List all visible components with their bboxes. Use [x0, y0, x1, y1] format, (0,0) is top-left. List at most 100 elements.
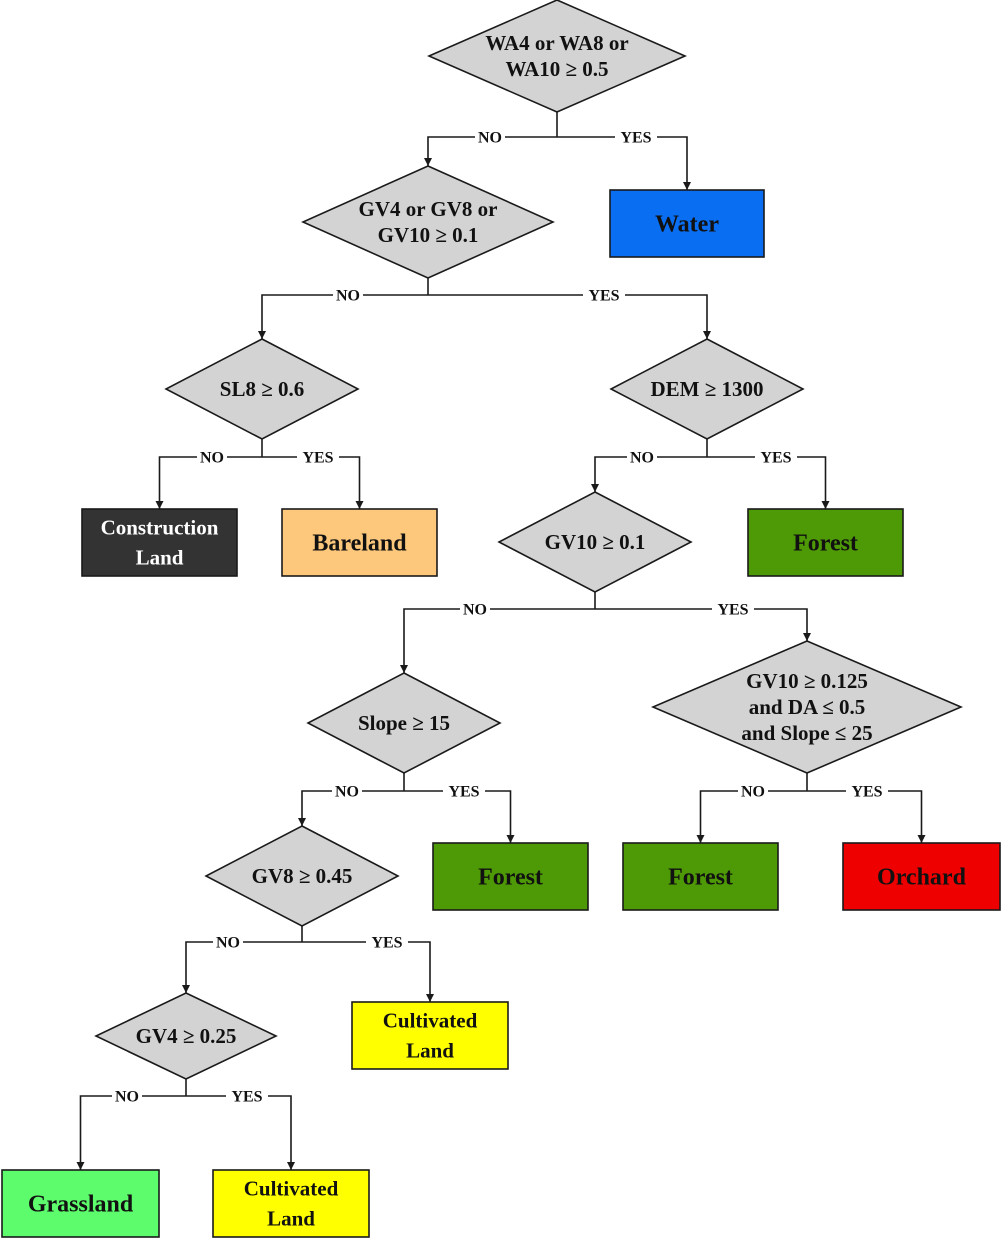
leaf-box	[281, 508, 438, 577]
yes-edge-label: YES	[851, 784, 882, 801]
no-label-background	[332, 782, 362, 800]
no-branch-arrow	[400, 608, 595, 673]
leaf-class-label: Orchard	[877, 865, 967, 891]
decision-diamond	[609, 338, 805, 440]
yes-edge-label: YES	[760, 450, 791, 467]
yes-branch-arrow	[262, 456, 364, 509]
no-branch-arrow	[155, 456, 262, 509]
yes-label-background	[846, 782, 888, 800]
yes-branch-arrow	[428, 294, 711, 339]
decision-condition-text: GV8 ≥ 0.45	[252, 864, 353, 888]
yes-branch-arrow	[302, 941, 434, 1002]
yes-branch-arrow	[707, 456, 830, 509]
no-edge-label: NO	[216, 935, 240, 952]
leaf-class-label: Land	[406, 1039, 454, 1063]
leaf-class-label: Cultivated	[383, 1009, 478, 1033]
decision-condition-text: SL8 ≥ 0.6	[220, 377, 304, 401]
leaf-class-label: Cultivated	[244, 1177, 339, 1201]
decision-node-d3: SL8 ≥ 0.6	[164, 338, 360, 440]
leaf-class-label: Bareland	[312, 531, 407, 557]
no-branch-arrow	[298, 790, 404, 826]
yes-label-background	[583, 286, 625, 304]
yes-branch-arrow	[557, 136, 691, 190]
yes-label-background	[297, 448, 339, 466]
no-branch-arrow	[424, 136, 557, 166]
no-label-background	[460, 600, 490, 618]
yes-label-background	[615, 128, 657, 146]
no-label-background	[197, 448, 227, 466]
decision-diamond	[94, 992, 278, 1080]
leaf-class-label: Forest	[478, 865, 543, 891]
leaf-box	[351, 1001, 509, 1070]
decision-condition-text: and Slope ≤ 25	[741, 721, 872, 745]
decision-condition-text: DEM ≥ 1300	[650, 377, 763, 401]
decision-node-d9: GV4 ≥ 0.25	[94, 992, 278, 1080]
yes-branch-arrow	[186, 1095, 295, 1170]
branch-d4: NO YES	[591, 439, 830, 509]
leaf-box	[622, 842, 779, 911]
no-branch-arrow	[591, 456, 707, 492]
leaf-class-label: Forest	[793, 531, 858, 557]
decision-diamond	[497, 491, 693, 593]
leaf-box	[1, 1169, 160, 1238]
leaf-class-label: Construction	[101, 516, 219, 540]
no-label-background	[475, 128, 505, 146]
yes-branch-arrow	[807, 790, 926, 843]
leaf-node-forest-dem: Forest	[747, 508, 904, 577]
yes-branch-arrow	[404, 790, 515, 843]
decision-node-d4: DEM ≥ 1300	[609, 338, 805, 440]
yes-label-background	[443, 782, 485, 800]
no-edge-label: NO	[463, 602, 487, 619]
leaf-node-bareland: Bareland	[281, 508, 438, 577]
leaf-box	[842, 842, 1001, 911]
leaf-class-label: Land	[136, 546, 184, 570]
leaf-box	[747, 508, 904, 577]
no-branch-arrow	[76, 1095, 186, 1170]
decision-condition-text: GV10 ≥ 0.1	[378, 223, 479, 247]
yes-label-background	[226, 1087, 268, 1105]
decision-node-d8: GV8 ≥ 0.45	[204, 825, 400, 927]
decision-diamond	[301, 165, 555, 279]
no-branch-arrow	[182, 941, 302, 993]
branch-d1: NO YES	[424, 112, 691, 190]
leaf-node-grassland: Grassland	[1, 1169, 160, 1238]
leaf-class-label: Forest	[668, 865, 733, 891]
no-label-background	[333, 286, 363, 304]
yes-label-background	[366, 933, 408, 951]
no-edge-label: NO	[630, 450, 654, 467]
yes-label-background	[712, 600, 754, 618]
leaf-node-orchard: Orchard	[842, 842, 1001, 911]
decision-condition-text: and DA ≤ 0.5	[749, 695, 866, 719]
decision-diamond	[164, 338, 360, 440]
decision-diamond	[650, 640, 964, 774]
yes-edge-label: YES	[620, 130, 651, 147]
yes-edge-label: YES	[588, 288, 619, 305]
decision-condition-text: Slope ≥ 15	[358, 711, 450, 735]
no-edge-label: NO	[336, 288, 360, 305]
decision-condition-text: WA10 ≥ 0.5	[505, 57, 608, 81]
decision-condition-text: GV4 ≥ 0.25	[136, 1024, 237, 1048]
no-label-background	[738, 782, 768, 800]
yes-edge-label: YES	[302, 450, 333, 467]
leaf-box	[609, 189, 765, 258]
leaf-node-forest-gv10: Forest	[622, 842, 779, 911]
no-branch-arrow	[258, 294, 428, 339]
no-label-background	[112, 1087, 142, 1105]
yes-branch-arrow	[595, 608, 811, 641]
no-edge-label: NO	[478, 130, 502, 147]
leaf-node-forest-slope: Forest	[432, 842, 589, 911]
leaf-class-label: Land	[267, 1207, 315, 1231]
